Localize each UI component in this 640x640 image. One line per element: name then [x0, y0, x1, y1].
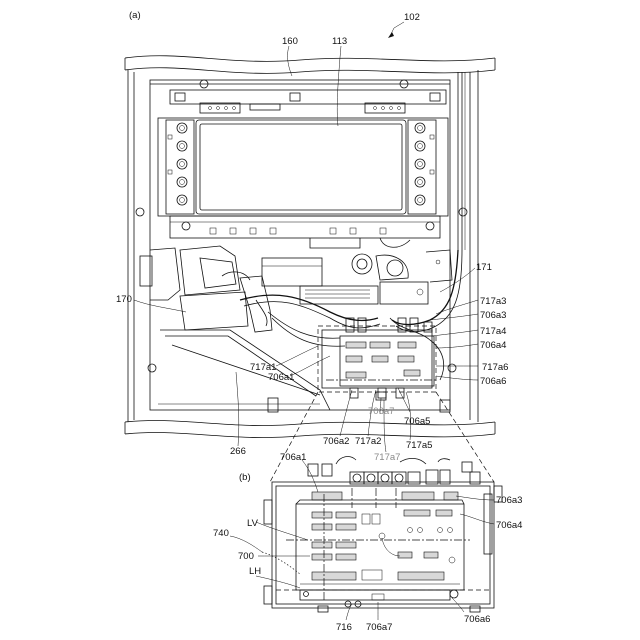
panel-a-label: (a) — [129, 10, 141, 21]
relay-board-a — [318, 318, 436, 398]
label-b-LV: LV — [247, 518, 259, 529]
panel-b-label: (b) — [239, 472, 251, 483]
label-706a7-a: 706a7 — [368, 406, 394, 417]
label-717a6: 717a6 — [482, 362, 508, 373]
panel-a-machine — [125, 56, 495, 438]
label-b-LH: LH — [249, 566, 261, 577]
label-b-706a3: 706a3 — [496, 495, 522, 506]
label-b-706a4: 706a4 — [496, 520, 522, 531]
panel-a-leaders — [134, 22, 478, 452]
label-706a5: 706a5 — [404, 416, 430, 427]
label-b-740: 740 — [213, 528, 229, 539]
label-717a5: 717a5 — [406, 440, 432, 451]
label-706a1: 706a1 — [268, 372, 294, 383]
label-b-716: 716 — [336, 622, 352, 633]
label-113: 113 — [332, 36, 347, 47]
label-b-706a1: 706a1 — [280, 452, 306, 463]
rail-holes — [209, 107, 401, 110]
label-102: 102 — [404, 12, 420, 23]
right-knobs — [408, 120, 436, 214]
label-171: 171 — [476, 262, 492, 273]
panel-b-board — [264, 457, 502, 612]
label-706a6: 706a6 — [480, 376, 506, 387]
label-706a2: 706a2 — [323, 436, 349, 447]
label-717a4: 717a4 — [480, 326, 506, 337]
label-266: 266 — [230, 446, 246, 457]
label-717a2: 717a2 — [355, 436, 381, 447]
label-b-706a6: 706a6 — [464, 614, 490, 625]
label-b-706a7: 706a7 — [366, 622, 392, 633]
label-706a4: 706a4 — [480, 340, 506, 351]
left-knobs — [166, 120, 194, 214]
label-b-700: 700 — [238, 551, 254, 562]
label-706a3: 706a3 — [480, 310, 506, 321]
label-717a3: 717a3 — [480, 296, 506, 307]
label-170: 170 — [116, 294, 132, 305]
label-717a7: 717a7 — [374, 452, 400, 463]
label-160: 160 — [282, 36, 298, 47]
